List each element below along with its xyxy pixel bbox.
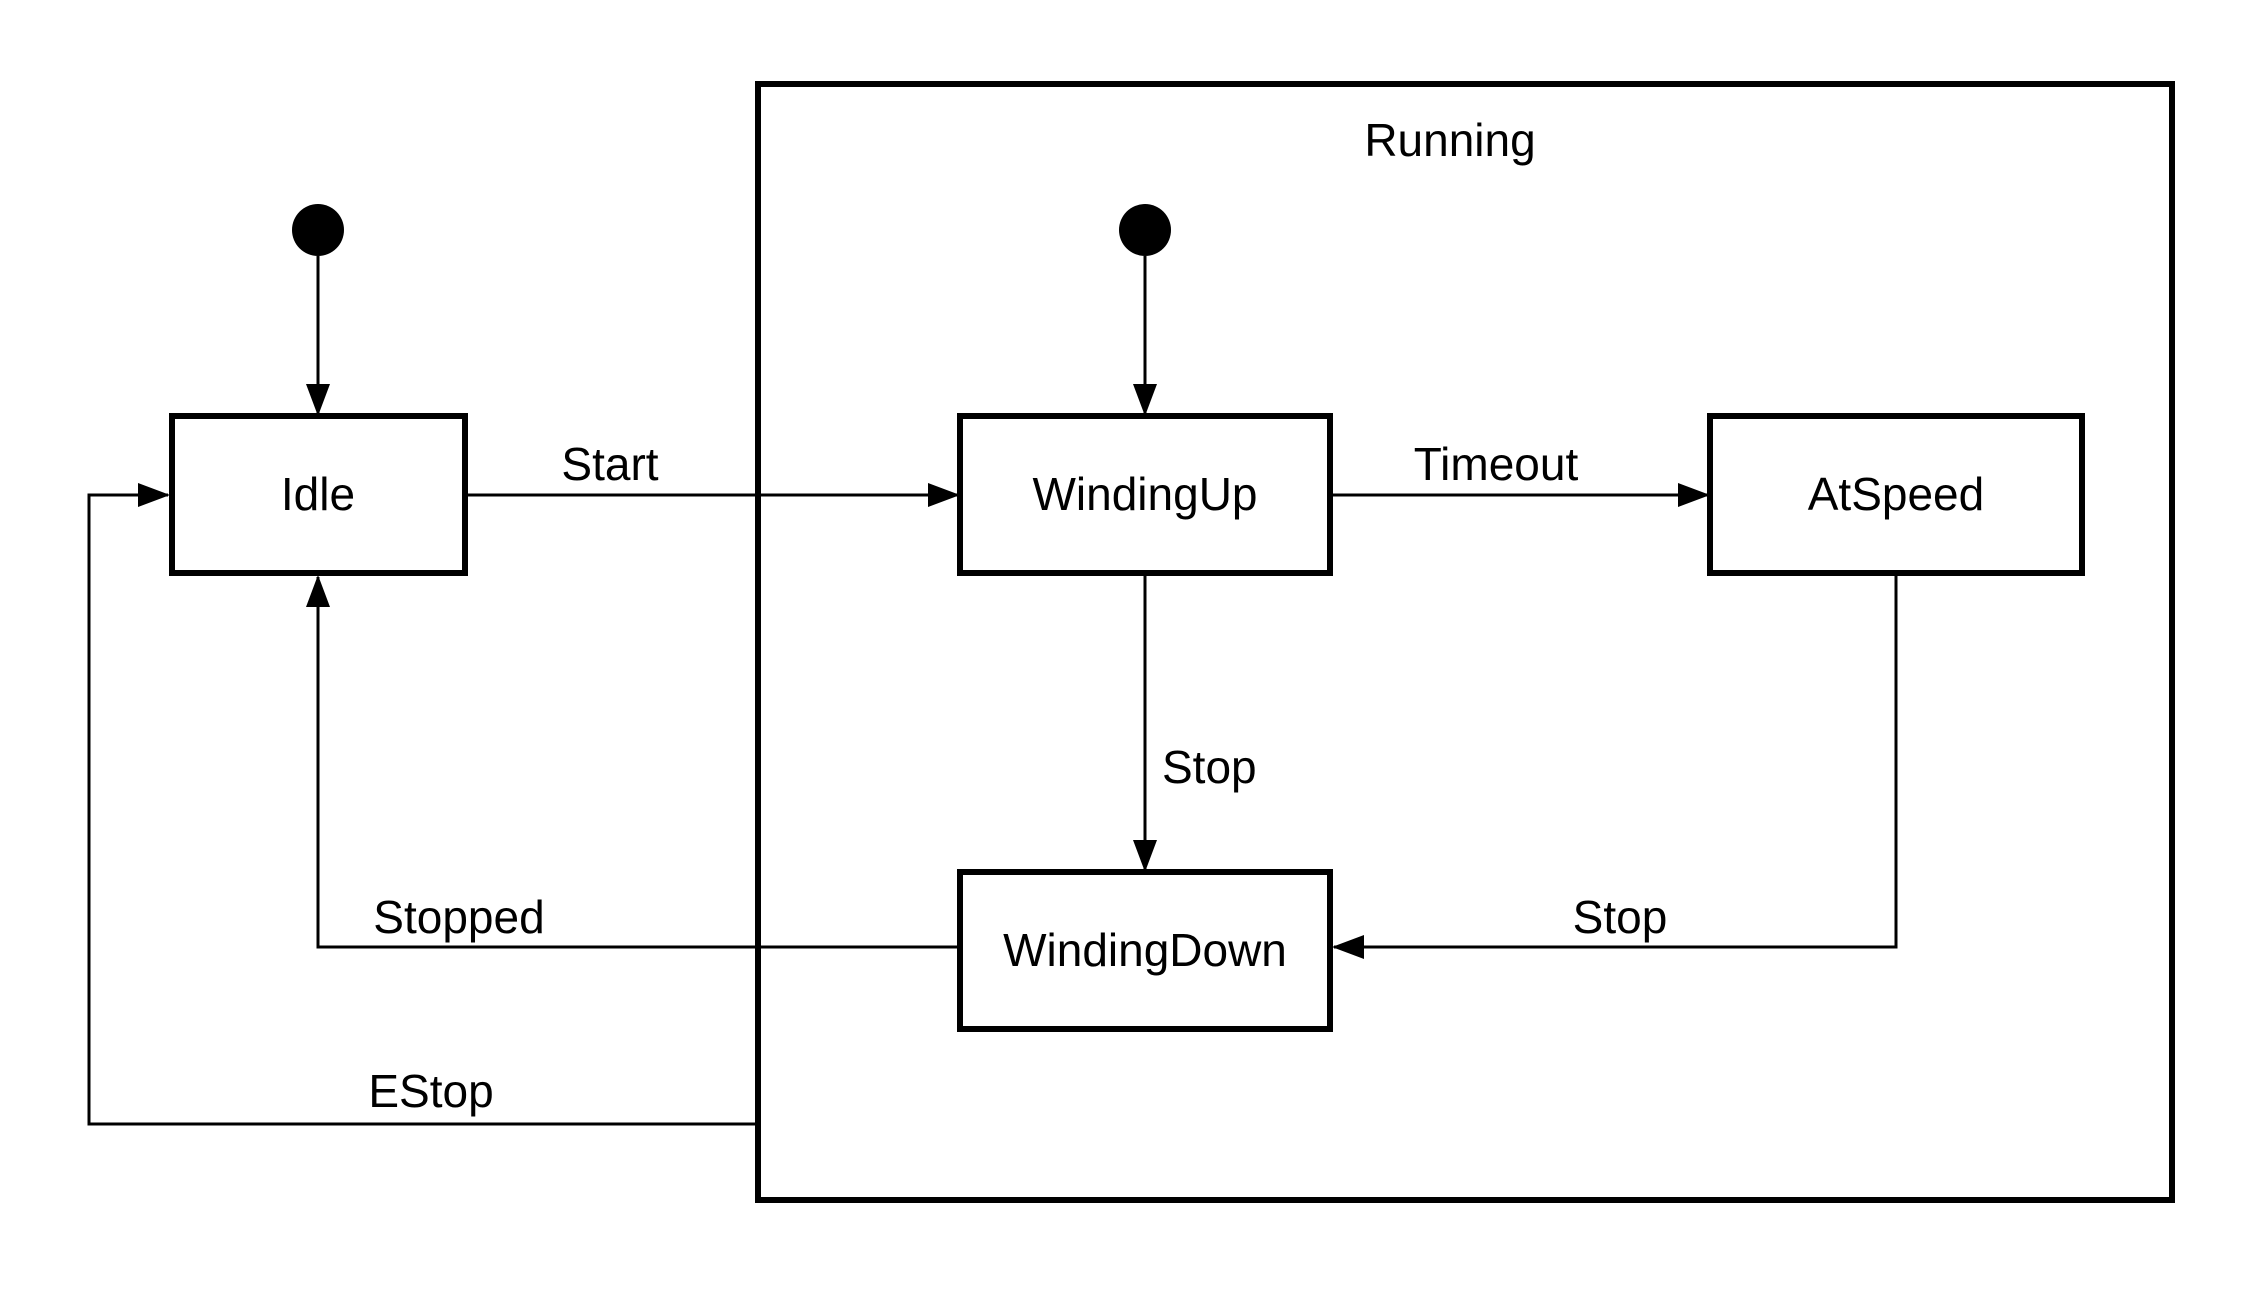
state-windingdown-box — [957, 869, 1333, 1032]
transition-stop-atspeed-label: Stop — [1573, 891, 1668, 943]
transition-estop-arrow — [87, 483, 758, 1126]
state-atspeed-box — [1707, 413, 2085, 576]
initial-pseudostate-windingup — [1119, 204, 1171, 416]
transition-start-label: Start — [561, 438, 658, 490]
state-windingdown: WindingDown — [957, 869, 1333, 1032]
state-idle: Idle — [169, 413, 468, 576]
state-windingdown-label: WindingDown — [1003, 924, 1287, 976]
state-idle-label: Idle — [281, 468, 355, 520]
state-atspeed: AtSpeed — [1707, 413, 2085, 576]
state-atspeed-label: AtSpeed — [1808, 468, 1984, 520]
state-idle-box — [169, 413, 468, 576]
transition-timeout-label: Timeout — [1414, 438, 1579, 490]
transition-stop-windingup-label: Stop — [1162, 741, 1257, 793]
transition-stopped-label: Stopped — [373, 891, 544, 943]
composite-state-running: Running — [755, 81, 2175, 1203]
initial-dot-windingup — [1119, 204, 1171, 256]
initial-dot-idle — [292, 204, 344, 256]
composite-state-running-label: Running — [1364, 114, 1535, 166]
transition-stop-atspeed-arrow — [1332, 573, 1898, 959]
state-windingup-box — [957, 413, 1333, 576]
state-windingup-label: WindingUp — [1033, 468, 1258, 520]
initial-pseudostate-idle — [292, 204, 344, 416]
transition-estop-label: EStop — [368, 1065, 493, 1117]
composite-state-running-border — [755, 81, 2175, 1203]
transition-stopped-arrow — [306, 575, 960, 949]
state-windingup: WindingUp — [957, 413, 1333, 576]
